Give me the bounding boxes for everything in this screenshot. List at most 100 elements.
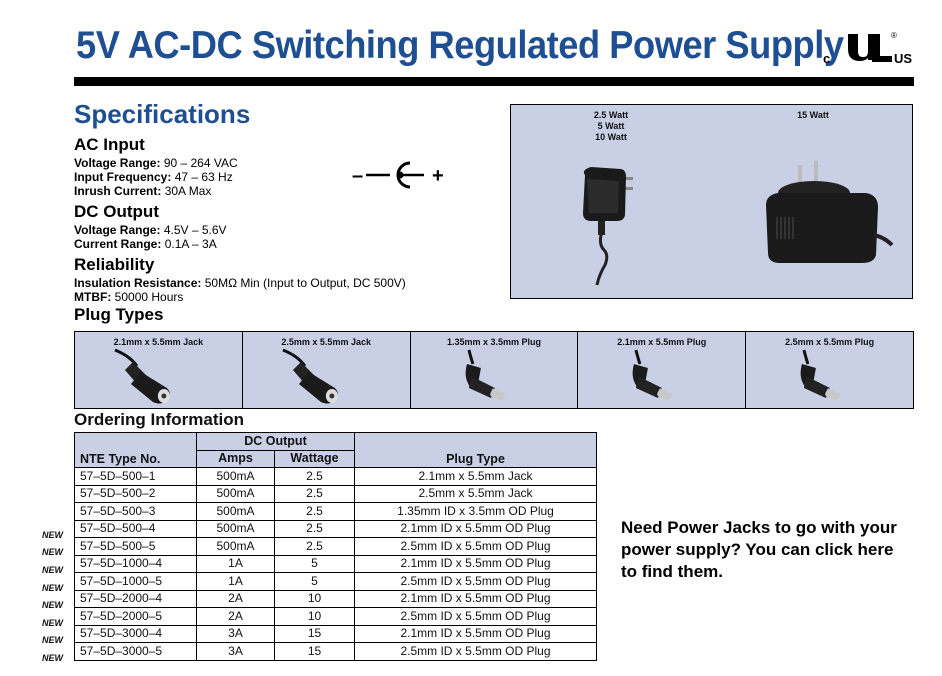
plug-type-cell: 1.35mm ID x 3.5mm OD Plug — [354, 502, 597, 521]
type-cell: 57–5D–1000–4 — [74, 554, 197, 573]
dc-output-heading: DC Output — [74, 202, 159, 221]
wattage-cell: 15 — [274, 642, 355, 661]
plug-type-cell: 2.5mm x 5.5mm Jack — [354, 484, 597, 503]
specifications-heading: Specifications — [74, 99, 251, 129]
polarity-minus: – — [352, 165, 363, 187]
col-plug-header: Plug Type — [354, 432, 597, 468]
plug-type-cell: 2.5mm ID x 5.5mm OD Plug — [354, 642, 597, 661]
ul-us-mark: US — [894, 51, 912, 66]
ac-input-heading: AC Input — [74, 135, 145, 154]
plug-type-label: 2.5mm x 5.5mm Jack — [281, 337, 371, 347]
new-badge: NEW — [42, 582, 63, 593]
wattage-cell: 15 — [274, 624, 355, 643]
type-cell: 57–5D–500–1 — [74, 467, 197, 486]
amps-cell: 1A — [196, 572, 275, 591]
type-cell: 57–5D–2000–4 — [74, 589, 197, 608]
type-cell: 57–5D–500–2 — [74, 484, 197, 503]
small-adapter-image — [583, 167, 633, 286]
ac-voltage-range: Voltage Range: 90 – 264 VAC — [74, 156, 238, 170]
plug-type-cell: 2.1mm ID x 5.5mm OD Plug — [354, 589, 597, 608]
new-badge: NEW — [42, 653, 63, 663]
amps-cell: 3A — [196, 642, 275, 661]
ul-listed-logo: c ® US — [823, 29, 912, 67]
wattage-cell: 2.5 — [274, 467, 355, 486]
new-badge: NEW — [42, 565, 63, 575]
amps-cell: 500mA — [196, 537, 275, 556]
col-wattage-header: Wattage — [274, 449, 355, 468]
new-badge: NEW — [42, 617, 63, 628]
type-cell: 57–5D–1000–5 — [74, 572, 197, 591]
col-amps-header: Amps — [196, 449, 275, 468]
plug-type-cell: 2.5mm ID x 5.5mm OD Plug — [354, 572, 597, 591]
type-cell: 57–5D–500–4 — [74, 519, 197, 538]
type-cell: 57–5D–500–3 — [74, 502, 197, 521]
insulation-resistance: Insulation Resistance: 50MΩ Min (Input t… — [74, 276, 406, 290]
plug-type-cell: 2.1mm x 5.5mm Plug — [578, 332, 747, 408]
plug-type-label: 2.1mm x 5.5mm Jack — [113, 337, 204, 347]
large-adapter-image — [766, 161, 894, 263]
new-badge: NEW — [42, 547, 63, 558]
plug-type-cell: 2.1mm ID x 5.5mm OD Plug — [354, 519, 597, 538]
amps-cell: 2A — [196, 589, 275, 608]
amps-cell: 500mA — [196, 484, 275, 503]
amps-cell: 3A — [196, 624, 275, 643]
wattage-cell: 10 — [274, 589, 355, 608]
amps-cell: 1A — [196, 554, 275, 573]
power-jacks-link[interactable]: Need Power Jacks to go with your power s… — [621, 518, 897, 581]
wattage-cell: 2.5 — [274, 537, 355, 556]
plug-type-cell: 2.5mm ID x 5.5mm OD Plug — [354, 537, 597, 556]
plug-type-cell: 2.1mm x 5.5mm Jack — [354, 467, 597, 486]
new-badge: NEW — [42, 529, 63, 540]
polarity-symbol-icon: – + — [352, 161, 444, 189]
mtbf: MTBF: 50000 Hours — [74, 290, 184, 304]
type-cell: 57–5D–3000–5 — [74, 642, 197, 661]
plug-connector-icon — [465, 349, 505, 401]
dc-current-range: Current Range: 0.1A – 3A — [74, 237, 217, 251]
plug-type-label: 1.35mm x 3.5mm Plug — [446, 337, 542, 347]
wattage-cell: 2.5 — [274, 484, 355, 503]
plug-type-cell: 2.1mm ID x 5.5mm OD Plug — [354, 554, 597, 573]
plug-type-label: 2.5mm x 5.5mm Plug — [785, 337, 875, 347]
plug-type-label: 2.1mm x 5.5mm Plug — [617, 337, 707, 347]
ordering-table: NTE Type No. DC Output Plug Type Amps Wa… — [74, 432, 597, 661]
type-cell: 57–5D–2000–5 — [74, 607, 197, 626]
page-title: 5V AC-DC Switching Regulated Power Suppl… — [76, 24, 844, 67]
wattage-cell: 2.5 — [274, 519, 355, 538]
reliability-heading: Reliability — [74, 255, 155, 274]
title-rule — [74, 77, 914, 86]
polarity-plus: + — [432, 165, 444, 187]
dc-output-group-header: DC Output — [196, 432, 355, 451]
jack-connector-icon — [114, 348, 170, 404]
amps-cell: 500mA — [196, 502, 275, 521]
amps-cell: 500mA — [196, 467, 275, 486]
large-adapter-label: 15 Watt — [797, 110, 829, 120]
small-adapter-labels: 2.5 Watt 5 Watt 10 Watt — [593, 110, 629, 142]
svg-text:®: ® — [891, 31, 897, 40]
ac-inrush-current: Inrush Current: 30A Max — [74, 184, 212, 198]
col-type-header: NTE Type No. — [74, 432, 197, 468]
plug-connector-icon — [800, 349, 841, 401]
plug-type-cell: 1.35mm x 3.5mm Plug — [411, 332, 579, 408]
new-badge: NEW — [42, 600, 63, 611]
type-cell: 57–5D–500–5 — [74, 537, 197, 556]
type-cell: 57–5D–3000–4 — [74, 624, 197, 643]
plug-type-cell: 2.5mm ID x 5.5mm OD Plug — [354, 607, 597, 626]
new-badge: NEW — [42, 635, 63, 646]
power-supply-photo: 2.5 Watt 5 Watt 10 Watt 15 Watt — [510, 104, 913, 299]
jack-connector-icon — [282, 348, 338, 404]
amps-cell: 2A — [196, 607, 275, 626]
wattage-cell: 2.5 — [274, 502, 355, 521]
plug-types-panel: 2.1mm x 5.5mm Jack 2.5mm x 5.5mm Jack 1.35… — [74, 331, 914, 409]
ac-input-frequency: Input Frequency: 47 – 63 Hz — [74, 170, 233, 184]
